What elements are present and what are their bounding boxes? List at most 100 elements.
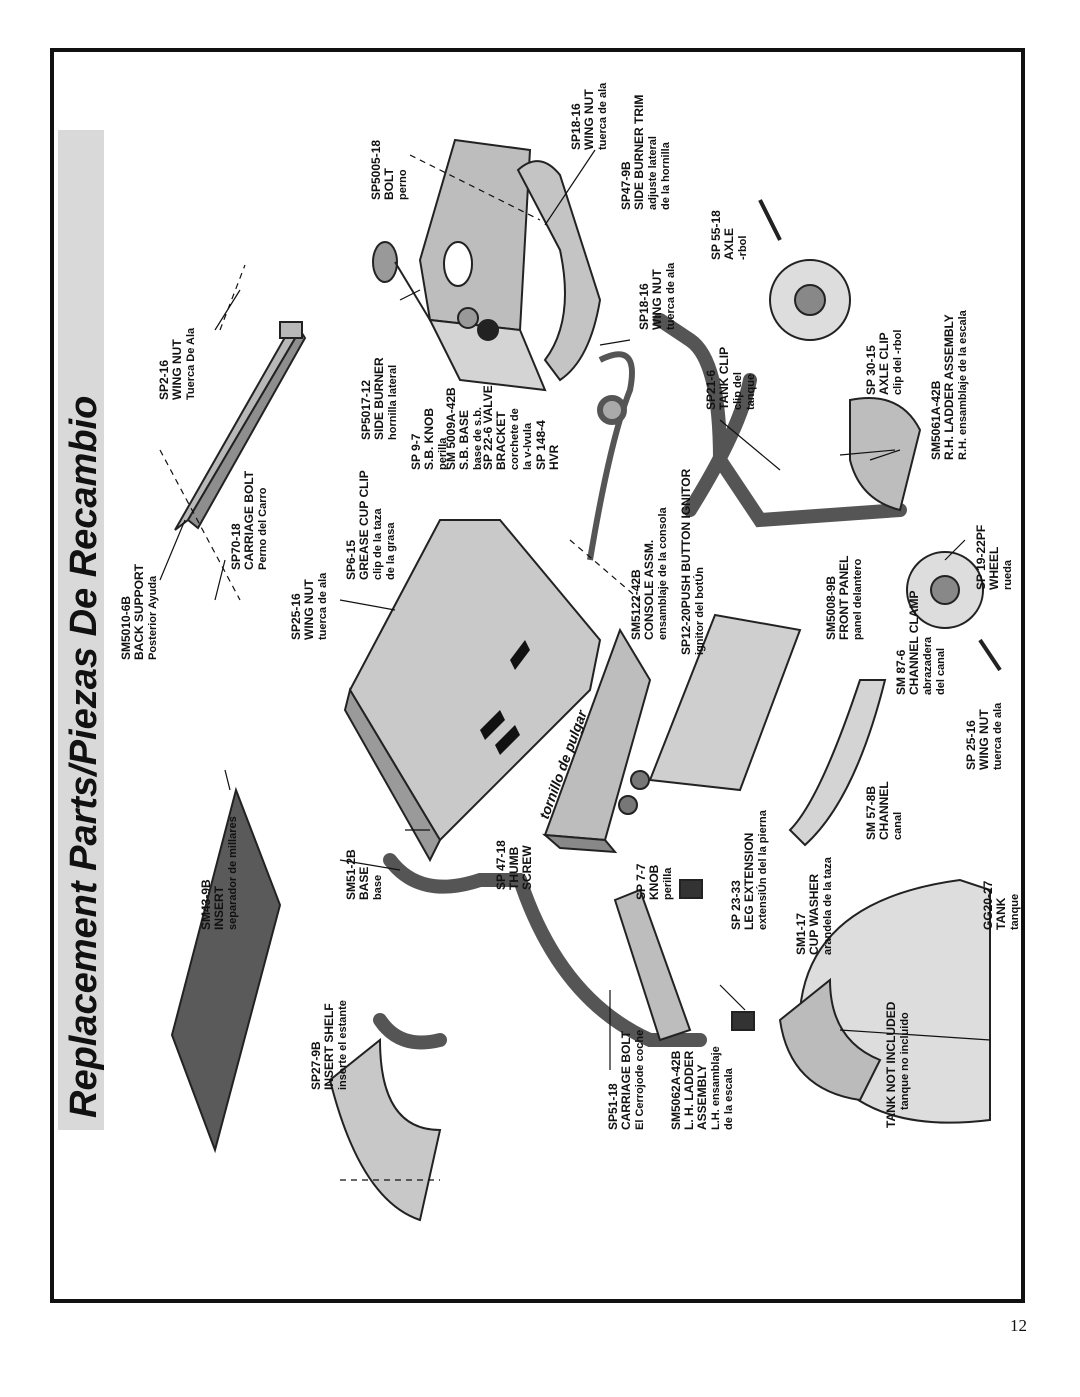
callout-name: AXLE CLIP (877, 332, 891, 395)
title-bar (58, 130, 104, 1130)
tank-not-included-spanish: tanque no incluido (899, 1012, 911, 1110)
callout-name2: SCREW (520, 845, 534, 890)
callout-name: BRACKET (494, 411, 508, 470)
callout-name: TANK CLIP (717, 347, 731, 410)
side-burner (372, 241, 431, 321)
callout-spanish: Posterior Ayuda (147, 575, 159, 660)
callout-spanish2: tanque (745, 374, 757, 410)
callout-name: WING NUT (170, 339, 184, 400)
callout-code: SP5005-18 (369, 140, 383, 200)
callout-spanish: inserte el estante (337, 1000, 349, 1090)
callout-spanish: adjuste lateral (647, 136, 659, 210)
callout-name: BOLT (382, 168, 396, 200)
page-border (50, 48, 1025, 1303)
callout-spanish: perilla (437, 437, 449, 470)
callout-spanish: extensiÚn del la pierna (756, 809, 769, 930)
callout-spanish: rueda (1002, 559, 1014, 590)
callout-name: HVR (547, 444, 561, 470)
callout-spanish: corchete de (509, 408, 521, 470)
leg-extensions (679, 879, 755, 1031)
callout-spanish: L.H. ensamblaje (710, 1046, 722, 1130)
callout-code: SP5017-12 (359, 380, 373, 440)
callout-spanish2: de la hornilla (660, 141, 672, 210)
callout-name: WHEEL (987, 547, 1001, 590)
grill-base (343, 519, 602, 863)
callout-name: SIDE BURNER TRIM (632, 95, 646, 210)
callout-spanish: tanque (1009, 894, 1021, 930)
front-panel (648, 613, 802, 792)
callout-code: SP21-6 (704, 370, 718, 410)
leader-lines (159, 149, 991, 1070)
callout-name: INSERT SHELF (322, 1003, 336, 1090)
assembly-lines (159, 154, 641, 1181)
callout-code: SP47-9B (619, 161, 633, 210)
callout-spanish2: del canal (935, 648, 947, 695)
callout-name: S.B. KNOB (422, 408, 436, 470)
callout-name2: ASSEMBLY (695, 1064, 709, 1130)
callout-spanish: panel delantero (852, 558, 864, 640)
callout-code: SM 57-8B (864, 786, 878, 840)
callout-name: THUMB (507, 846, 521, 890)
callout-code: SM 5009A-42B (444, 387, 458, 470)
callout-code: SM5062A-42B (669, 1050, 683, 1130)
callout-code: SP27-9B (309, 1041, 323, 1090)
callout-spanish: Tuerca De Ala (185, 327, 197, 400)
callout-name: TANK (994, 897, 1008, 930)
callout-code: SP 22-6 VALVE (481, 385, 495, 470)
callout-code: SP12-20PUSH BUTTON IGNITOR (679, 468, 693, 655)
callout-name: WING NUT (302, 579, 316, 640)
callout-code: SP 55-18 (709, 210, 723, 260)
side-burner-trim (516, 160, 602, 382)
callout-code: SM5122-42B (629, 569, 643, 640)
tank-not-included-label: TANK NOT INCLUDED (884, 1001, 898, 1128)
callout-name: BACK SUPPORT (132, 563, 146, 660)
callout-spanish: clip del -rbol (892, 330, 904, 395)
callout-name: CONSOLE ASSM. (642, 540, 656, 640)
cart-frame (373, 313, 907, 1050)
hose-regulator (587, 351, 635, 561)
callout-spanish: canal (892, 812, 904, 840)
channel (788, 679, 887, 847)
propane-tank (778, 878, 991, 1124)
page-title: Replacement Parts/Piezas De Recambio (63, 396, 105, 1118)
callout-code: SM51-2B (344, 849, 358, 900)
side-burner-panel (418, 138, 547, 392)
callout-name: L. H. LADDER (682, 1050, 696, 1130)
callout-code: SM 87-6 (894, 649, 908, 695)
callout-code: SP51-18 (606, 1083, 620, 1130)
callout-name: INSERT (212, 885, 226, 930)
callout-name: LEG EXTENSION (742, 833, 756, 930)
callout-name: S.B. BASE (457, 410, 471, 470)
callout-spanish: clip del (732, 372, 744, 410)
axle (758, 199, 1002, 672)
callout-spanish: perno (397, 169, 409, 200)
callout-name: WING NUT (650, 269, 664, 330)
callout-name: WING NUT (582, 89, 596, 150)
callout-code: SM5061A-42B (929, 380, 943, 460)
lh-ladder-assembly (328, 888, 692, 1222)
callout-spanish: perilla (662, 867, 674, 900)
callout-spanish: ignitor del botÚn (693, 567, 706, 655)
callout-spanish: hornilla lateral (387, 365, 399, 440)
callout-code: SP 19-22PF (974, 525, 988, 590)
